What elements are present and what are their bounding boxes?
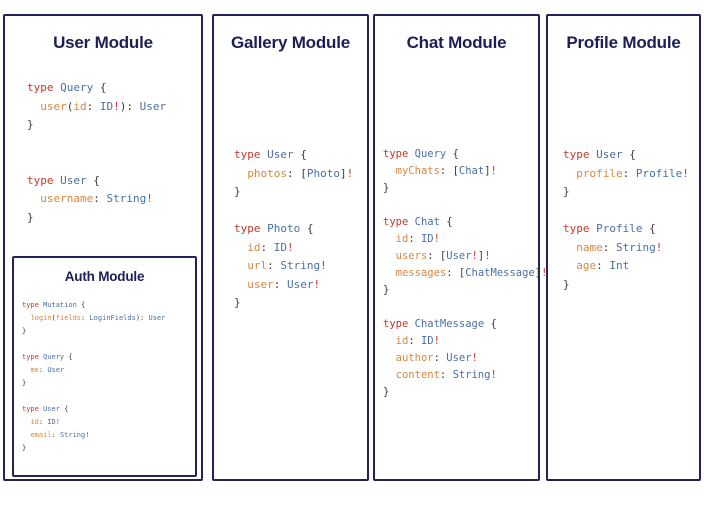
panel-gallery-module[interactable]: Gallery Module type User { photos: [Phot… — [212, 14, 369, 481]
code-block-auth-module: type Mutation { login(fields: LoginField… — [22, 300, 166, 452]
code-block-chat-module: type Query { myChats: [Chat]! } type Cha… — [383, 148, 548, 398]
code-block-user-module: type Query { user(id: ID!): User } type … — [27, 81, 167, 224]
panel-title-user-module: User Module — [53, 33, 153, 52]
code-block-gallery-module: type User { photos: [Photo]! } type Phot… — [234, 148, 354, 309]
panel-title-auth-module: Auth Module — [64, 269, 145, 284]
panel-title-profile-module: Profile Module — [566, 33, 681, 52]
panel-title-gallery-module: Gallery Module — [230, 33, 351, 52]
code-block-profile-module: type User { profile: Profile! } type Pro… — [563, 148, 689, 291]
panel-chat-module[interactable]: Chat Module type Query { myChats: [Chat]… — [373, 14, 548, 481]
panel-title-chat-module: Chat Module — [406, 33, 507, 52]
panel-profile-module[interactable]: Profile Module type User { profile: Prof… — [546, 14, 701, 481]
panel-user-module[interactable]: User Module type Query { user(id: ID!): … — [3, 14, 203, 481]
panel-auth-module[interactable]: Auth Module type Mutation { login(fields… — [12, 256, 197, 477]
